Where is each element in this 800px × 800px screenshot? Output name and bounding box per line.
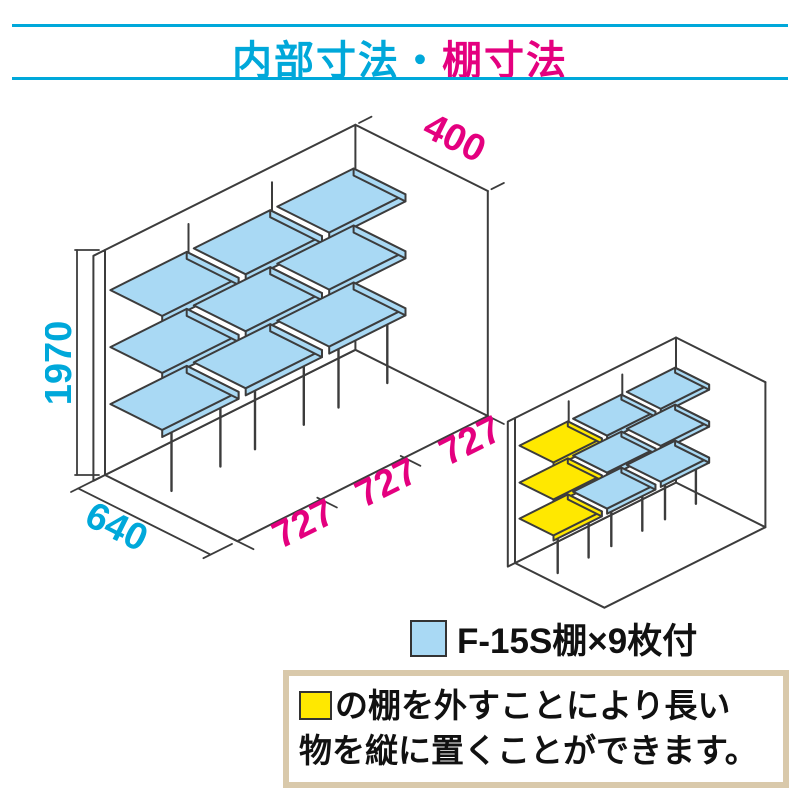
main-shed-geometry xyxy=(70,115,505,560)
small-shed-diagram xyxy=(506,336,767,609)
main-shed-diagram: 400 1970 640 727 727 727 xyxy=(45,105,508,560)
blue-shelf-swatch-icon xyxy=(410,620,447,657)
note-line-2-text: 物を縦に置くことができます。 xyxy=(299,732,758,769)
legend-label: F-15S棚×9枚付 xyxy=(457,622,698,661)
note-line-1-text: の棚を外すことにより長い xyxy=(335,687,731,724)
note-line-1: の棚を外すことにより長い xyxy=(299,683,773,728)
page-title: 内部寸法・棚寸法 xyxy=(0,28,800,86)
title-rule-top xyxy=(12,24,788,27)
yellow-shelf-swatch-icon xyxy=(299,691,332,720)
title-rule-bottom xyxy=(12,77,788,80)
note-line-2: 物を縦に置くことができます。 xyxy=(299,728,773,773)
dim-depth-bottom-label: 640 xyxy=(79,494,155,560)
title-separator: ・ xyxy=(400,39,442,83)
small-shed-geometry xyxy=(506,336,767,609)
title-part-2: 棚寸法 xyxy=(442,39,568,83)
note-box: の棚を外すことにより長い 物を縦に置くことができます。 xyxy=(283,670,789,788)
dim-height-label: 1970 xyxy=(45,321,80,406)
shelf-legend: F-15S棚×9枚付 xyxy=(410,613,697,664)
title-part-1: 内部寸法 xyxy=(232,39,400,83)
